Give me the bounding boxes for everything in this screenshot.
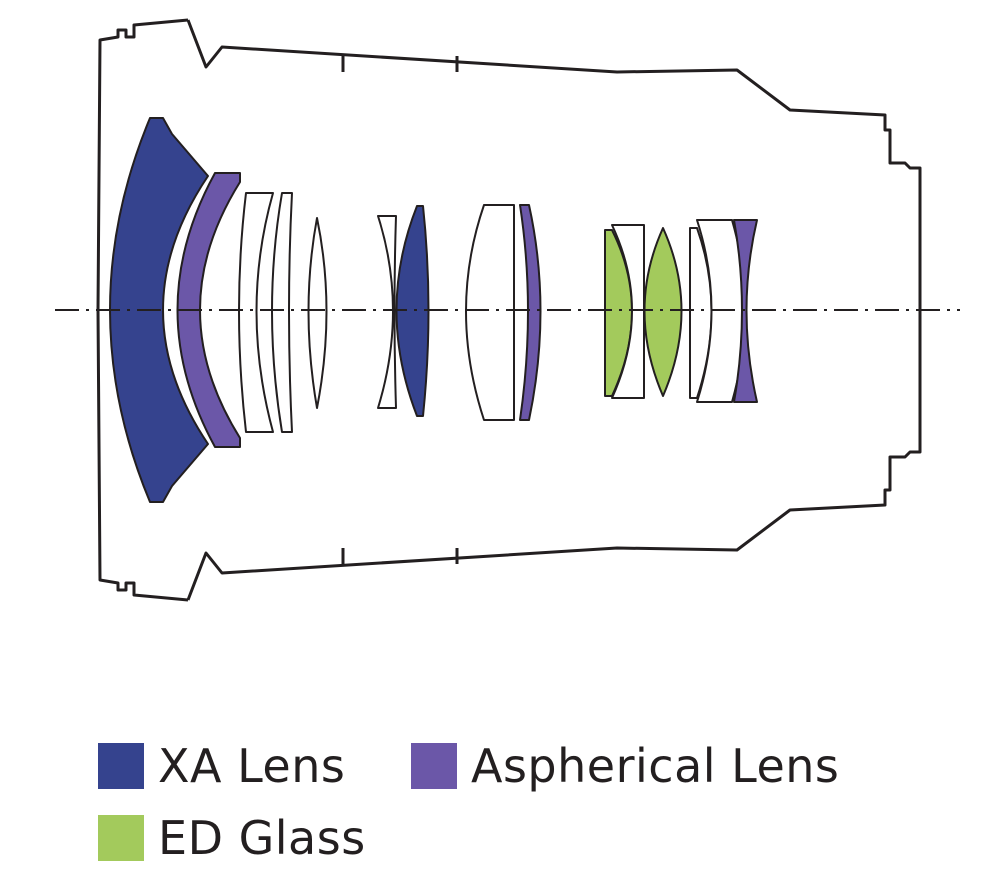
lens-element-6 xyxy=(377,215,397,409)
legend-item-ed-glass: ED Glass xyxy=(98,810,366,866)
lens-element-9 xyxy=(519,204,542,421)
legend-label-ed-glass: ED Glass xyxy=(158,811,366,865)
xa-lens-swatch xyxy=(98,743,144,789)
lens-element-12 xyxy=(643,227,683,397)
lens-element-7 xyxy=(395,205,430,417)
lens-element-15 xyxy=(733,219,758,403)
legend-item-aspherical-lens: Aspherical Lens xyxy=(411,738,839,794)
legend-item-xa-lens: XA Lens xyxy=(98,738,345,794)
ed-glass-swatch xyxy=(98,815,144,861)
lens-element-5 xyxy=(307,217,328,409)
lens-element-group xyxy=(109,117,758,503)
legend-label-aspherical-lens: Aspherical Lens xyxy=(471,739,840,793)
lens-element-11 xyxy=(611,224,645,399)
lens-barrel-outline xyxy=(96,18,922,602)
lens-element-8 xyxy=(465,204,515,421)
lens-element-4 xyxy=(271,192,293,433)
lens-element-2 xyxy=(176,172,241,448)
lens-cross-section-diagram xyxy=(55,18,960,602)
legend-label-xa-lens: XA Lens xyxy=(158,739,346,793)
lens-element-3 xyxy=(238,192,274,433)
aspherical-lens-swatch xyxy=(411,743,457,789)
